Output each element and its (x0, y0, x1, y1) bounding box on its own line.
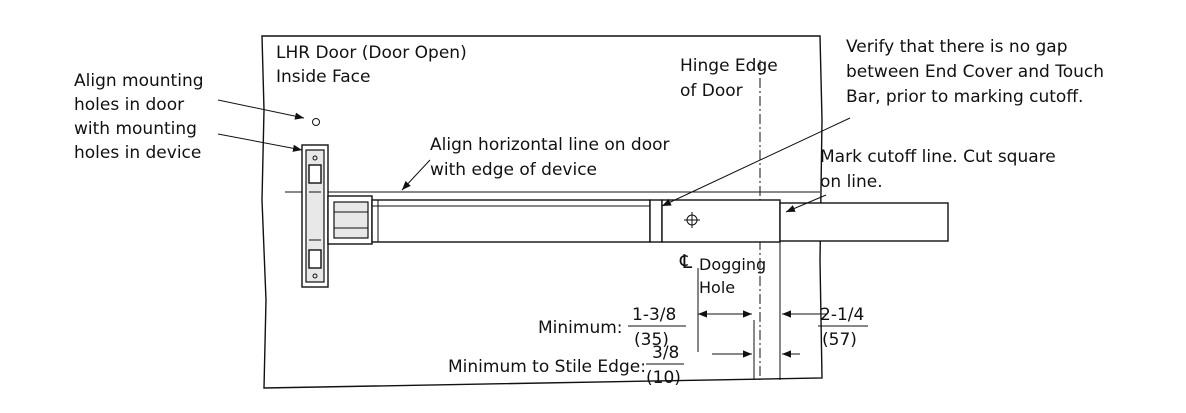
align-line-label-2: with edge of device (430, 160, 597, 180)
dogging-label-1: Dogging (699, 255, 766, 274)
stile-den: (10) (646, 368, 681, 388)
end-cover (649, 199, 663, 243)
verify-label-2: between End Cover and Touch (846, 62, 1104, 82)
door-face: Inside Face (276, 67, 370, 87)
align-holes-label-3: with mounting (74, 119, 197, 139)
stile-label: Minimum to Stile Edge: (448, 357, 646, 377)
device-chassis (301, 144, 373, 288)
dogging-hole-symbol (684, 212, 700, 228)
verify-arrow (661, 117, 851, 207)
minimum-num: 1-3/8 (632, 305, 676, 325)
verify-label-3: Bar, prior to marking cutoff. (846, 87, 1083, 107)
align-line-arrow (401, 159, 431, 191)
align-line-label-1: Align horizontal line on door (430, 135, 670, 155)
align-holes-arrow-1 (217, 99, 305, 120)
verify-label-1: Verify that there is no gap (846, 37, 1068, 57)
stile-num: 3/8 (652, 343, 679, 363)
bar-excess (779, 202, 949, 242)
cut-num: 2-1/4 (820, 305, 864, 325)
cutoff-label-1: Mark cutoff line. Cut square (820, 147, 1056, 167)
align-holes-label-4: holes in device (74, 143, 201, 163)
door-title: LHR Door (Door Open) (276, 43, 467, 63)
mounting-hole (312, 118, 320, 126)
door-outline (261, 35, 823, 389)
align-holes-label-1: Align mounting (74, 71, 204, 91)
hinge-label-1: Hinge Edge (680, 56, 778, 76)
centerline-symbol: ℄ (679, 251, 693, 273)
minimum-den: (35) (634, 330, 669, 350)
cutoff-arrow (785, 194, 827, 213)
cutoff-label-2: on line. (820, 172, 883, 192)
cut-den: (57) (822, 330, 857, 350)
hinge-label-2: of Door (680, 81, 743, 101)
bar-end (661, 199, 781, 243)
minimum-label: Minimum: (538, 318, 623, 338)
align-holes-arrow-2 (217, 133, 303, 152)
align-holes-label-2: holes in door (74, 95, 184, 115)
touch-bar (371, 199, 651, 243)
dogging-label-2: Hole (699, 278, 735, 297)
